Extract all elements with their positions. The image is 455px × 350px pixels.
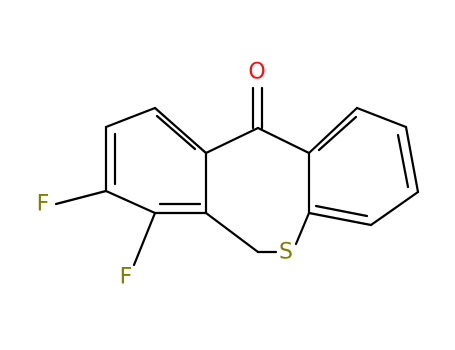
bond-r3 bbox=[404, 125, 420, 194]
sulfur-atom-label: S bbox=[279, 240, 293, 265]
bond-c-f2 bbox=[132, 211, 157, 267]
oxygen-atom-label: O bbox=[248, 60, 265, 85]
atom-labels: O S F F bbox=[37, 60, 293, 290]
fluorine-atom-label-1: F bbox=[37, 192, 50, 217]
bond-lines bbox=[54, 86, 420, 267]
bond-l2 bbox=[104, 106, 157, 129]
bond-c5-ch2 bbox=[204, 211, 260, 254]
bond-l4 bbox=[104, 189, 157, 215]
bond-r4 bbox=[369, 190, 420, 227]
bond-l1 bbox=[153, 106, 208, 155]
bond-s-c13 bbox=[294, 211, 311, 246]
bond-r5 bbox=[307, 211, 373, 227]
bond-r2 bbox=[355, 106, 408, 129]
bond-c10-c12 bbox=[256, 126, 311, 155]
bond-r5-inner bbox=[314, 204, 369, 218]
bond-r1 bbox=[307, 106, 359, 155]
bond-c-f1 bbox=[54, 189, 108, 206]
fluorine-atom-label-2: F bbox=[120, 265, 133, 290]
bond-r3-inner bbox=[396, 133, 410, 189]
bond-c10-c11 bbox=[204, 126, 260, 155]
bond-l1-inner bbox=[155, 114, 197, 151]
bond-r1-inner bbox=[317, 115, 358, 152]
